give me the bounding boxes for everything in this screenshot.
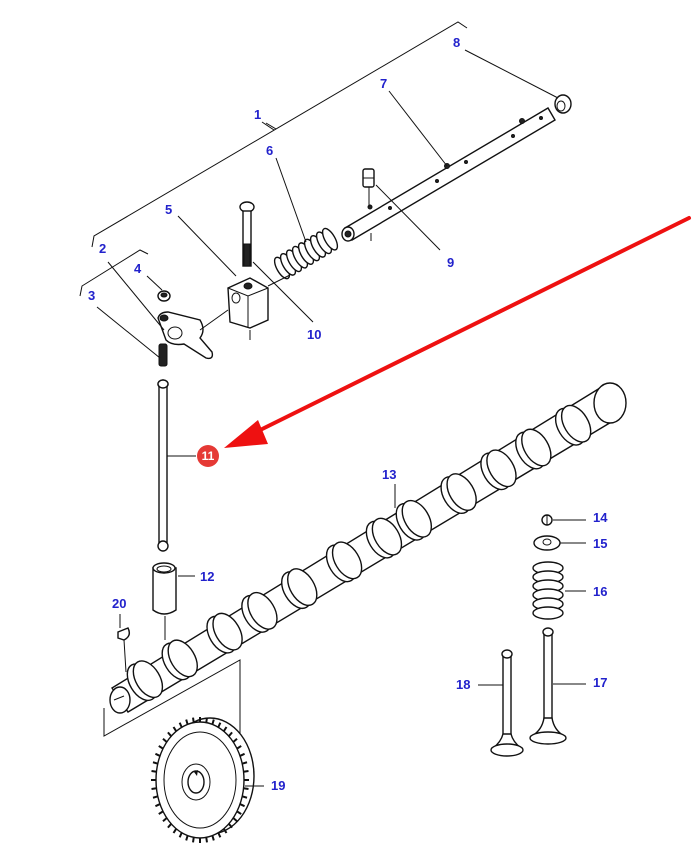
gear-tooth <box>167 731 172 737</box>
callout-10[interactable]: 10 <box>307 327 321 342</box>
gear-tooth <box>172 726 178 732</box>
gear-keyway <box>194 770 198 776</box>
gear-tooth <box>236 810 242 815</box>
gear-tooth <box>241 795 248 799</box>
callout-18[interactable]: 18 <box>456 677 470 692</box>
oil-feed-fitting <box>362 168 375 207</box>
cam-lobe-face <box>247 591 278 630</box>
assembly-2-bracket <box>79 249 149 297</box>
camshaft-gear <box>151 717 255 843</box>
callout-5[interactable]: 5 <box>165 202 172 217</box>
callout-17[interactable]: 17 <box>593 675 607 690</box>
callout-19[interactable]: 19 <box>271 778 285 793</box>
cam-lobe-face <box>287 568 318 607</box>
gear-tooth <box>243 787 249 790</box>
cam-lobe-face <box>167 639 198 678</box>
callout-13[interactable]: 13 <box>382 467 396 482</box>
gear-tooth <box>228 731 233 737</box>
gear-tooth <box>167 823 172 829</box>
valve-spring <box>532 561 564 620</box>
cam-lobe-face <box>132 660 164 699</box>
valve-collets <box>541 514 553 526</box>
gear-bracket <box>103 659 241 754</box>
callout-1[interactable]: 1 <box>254 107 261 122</box>
highlight-arrow <box>224 216 691 448</box>
callout-2[interactable]: 2 <box>99 241 106 256</box>
bracket-bolt <box>239 201 255 267</box>
callout-labels: 1 2 3 4 5 6 7 8 9 10 12 13 14 15 16 17 1… <box>88 35 608 793</box>
gear-tooth <box>241 761 248 765</box>
callout-9[interactable]: 9 <box>447 255 454 270</box>
gear-tooth <box>151 770 157 773</box>
rocker-arm <box>157 309 229 360</box>
cam-lobe-face <box>371 517 403 556</box>
callout-12[interactable]: 12 <box>200 569 214 584</box>
gear-tooth <box>172 828 178 834</box>
gear-tooth <box>162 817 168 823</box>
gear-tooth <box>162 737 168 743</box>
callout-4[interactable]: 4 <box>134 261 142 276</box>
spring-cap <box>533 535 561 551</box>
callout-8[interactable]: 8 <box>453 35 460 50</box>
gear-tooth <box>158 810 164 815</box>
callout-6[interactable]: 6 <box>266 143 273 158</box>
woodruff-key <box>117 627 131 673</box>
cam-lobe-face <box>446 473 477 511</box>
callout-16[interactable]: 16 <box>593 584 607 599</box>
cam-lobe-face <box>331 541 363 580</box>
cam-lobe-face <box>212 612 243 651</box>
inlet-valve <box>490 649 524 757</box>
callout-11[interactable]: 11 <box>202 449 215 463</box>
callout-11-highlight[interactable]: 11 <box>197 445 219 467</box>
cam-lobe-face <box>401 499 433 538</box>
gear-tooth <box>205 717 208 723</box>
push-rod <box>157 379 169 552</box>
spring-coil <box>532 606 564 620</box>
gear-tooth <box>152 795 159 799</box>
exhaust-valve <box>529 627 567 745</box>
cam-lobe-face <box>560 404 592 443</box>
camshaft <box>109 382 627 714</box>
gear-tooth <box>205 837 208 843</box>
gear-tooth <box>232 817 238 823</box>
end-plug <box>554 94 572 114</box>
callout-7[interactable]: 7 <box>380 76 387 91</box>
callout-15[interactable]: 15 <box>593 536 607 551</box>
gear-tooth <box>222 726 228 732</box>
support-bracket <box>227 274 291 340</box>
gear-tooth <box>228 823 233 829</box>
gear-tooth <box>232 737 238 743</box>
gear-tooth <box>192 717 195 723</box>
lock-nut <box>157 290 171 302</box>
tappet <box>152 562 177 640</box>
cam-lobe-face <box>521 428 552 467</box>
spring-coil <box>321 227 339 251</box>
callout-14[interactable]: 14 <box>593 510 608 525</box>
rocker-spring <box>273 227 339 280</box>
cam-lobe-face <box>486 449 517 488</box>
gear-tooth <box>151 787 157 790</box>
gear-tooth <box>192 837 195 843</box>
gear-tooth <box>236 745 242 750</box>
callout-3[interactable]: 3 <box>88 288 95 303</box>
gear-tooth <box>152 761 159 765</box>
gear-tooth <box>243 770 249 773</box>
callout-20[interactable]: 20 <box>112 596 126 611</box>
assembly-1-bracket <box>91 21 468 248</box>
leader-lines <box>96 49 586 787</box>
gear-tooth <box>158 745 164 750</box>
gear-tooth <box>222 828 228 834</box>
